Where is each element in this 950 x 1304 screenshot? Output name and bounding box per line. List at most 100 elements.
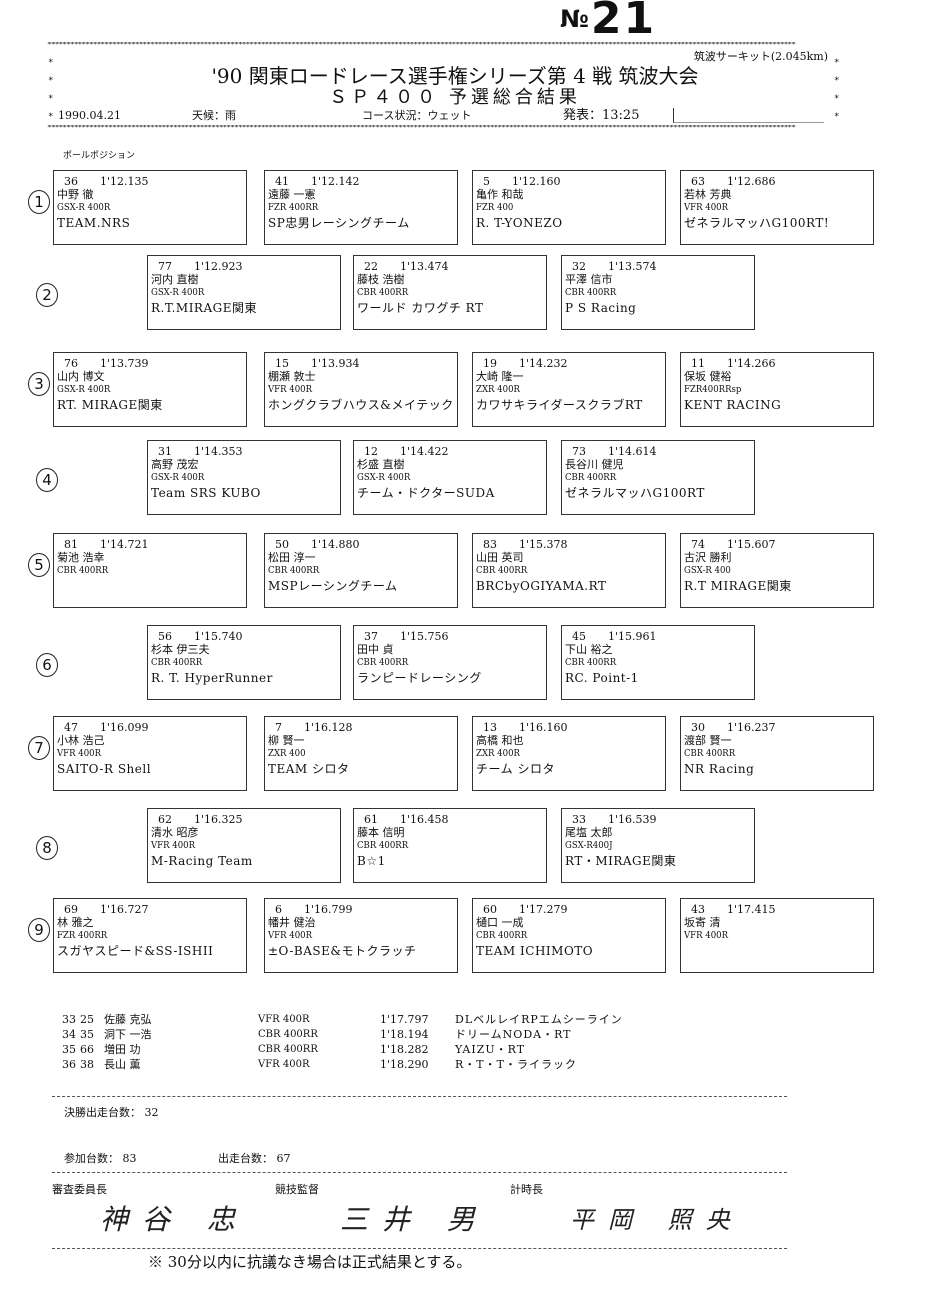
announce-time: 発表：13:25 <box>563 108 640 123</box>
reserve-name: 長山 薫 <box>104 1058 141 1071</box>
row-number-circle: 1 <box>28 190 50 214</box>
team-name: TEAM シロタ <box>268 762 350 776</box>
entry-header: 45 1'15.961 <box>565 630 754 643</box>
car-number: 63 <box>691 175 705 188</box>
lap-time: 1'12.686 <box>727 175 776 188</box>
document-number: №21 <box>560 0 657 44</box>
machine: VFR 400R <box>684 202 729 213</box>
car-number: 61 <box>364 813 378 826</box>
reserve-name: 増田 功 <box>104 1043 141 1056</box>
machine: ZXR 400R <box>476 384 520 395</box>
car-number: 45 <box>572 630 586 643</box>
divider <box>52 1096 787 1097</box>
lap-time: 1'12.142 <box>311 175 360 188</box>
timekeeper-label: 計時長 <box>510 1183 543 1196</box>
reserve-pos: 33 <box>62 1013 76 1026</box>
team-name: TEAM ICHIMOTO <box>476 944 594 958</box>
lap-time: 1'16.539 <box>608 813 657 826</box>
car-number: 7 <box>275 721 282 734</box>
rider-name: 林 雅之 <box>57 916 94 929</box>
lap-time: 1'16.325 <box>194 813 243 826</box>
reserve-time: 1'18.194 <box>380 1028 429 1041</box>
page-subtitle: ＳＰ４００ 予選総合結果 <box>329 87 581 108</box>
lap-time: 1'17.279 <box>519 903 568 916</box>
lap-time: 1'14.614 <box>608 445 657 458</box>
machine: GSX-R400J <box>565 840 613 851</box>
reserve-name: 洞下 一浩 <box>104 1028 152 1041</box>
reserve-time: 1'18.290 <box>380 1058 429 1071</box>
machine: CBR 400RR <box>476 565 528 576</box>
car-number: 77 <box>158 260 172 273</box>
machine: CBR 400RR <box>357 287 409 298</box>
divider <box>52 1248 787 1249</box>
row-number-circle: 9 <box>28 918 50 942</box>
rider-name: 大崎 隆一 <box>476 370 524 383</box>
blank-field <box>673 108 824 123</box>
machine: GSX-R 400R <box>57 384 111 395</box>
rider-name: 杉本 伊三夫 <box>151 643 210 656</box>
car-number: 74 <box>691 538 705 551</box>
lap-time: 1'15.961 <box>608 630 657 643</box>
rider-name: 尾塩 太郎 <box>565 826 613 839</box>
car-number: 37 <box>364 630 378 643</box>
lap-time: 1'15.756 <box>400 630 449 643</box>
machine: CBR 400RR <box>684 748 736 759</box>
lap-time: 1'12.135 <box>100 175 149 188</box>
reserve-machine: CBR 400RR <box>258 1044 318 1055</box>
machine: VFR 400R <box>684 930 729 941</box>
team-name: BRCbyOGIYAMA.RT <box>476 579 607 593</box>
rider-name: 保坂 健裕 <box>684 370 732 383</box>
lap-time: 1'14.422 <box>400 445 449 458</box>
reserve-team: R・T・T・ライラック <box>455 1058 577 1071</box>
entry-header: 31 1'14.353 <box>151 445 340 458</box>
car-number: 12 <box>364 445 378 458</box>
asterisk-side-right: **** <box>834 58 840 122</box>
lap-time: 1'14.353 <box>194 445 243 458</box>
machine: VFR 400R <box>268 384 313 395</box>
team-name: NR Racing <box>684 762 755 776</box>
reserve-pos: 35 <box>62 1043 76 1056</box>
rider-name: 亀作 和哉 <box>476 188 524 201</box>
team-name: R.T.MIRAGE関東 <box>151 301 257 315</box>
lap-time: 1'12.923 <box>194 260 243 273</box>
entry-header: 12 1'14.422 <box>357 445 546 458</box>
reserve-machine: VFR 400R <box>258 1014 310 1025</box>
car-number: 31 <box>158 445 172 458</box>
entry-header: 37 1'15.756 <box>357 630 546 643</box>
car-number: 50 <box>275 538 289 551</box>
lap-time: 1'12.160 <box>512 175 561 188</box>
rider-name: 遠藤 一憲 <box>268 188 316 201</box>
team-name: カワサキライダースクラブRT <box>476 398 643 412</box>
entry-header: 63 1'12.686 <box>684 175 873 188</box>
machine: CBR 400RR <box>476 930 528 941</box>
rider-name: 山田 英司 <box>476 551 524 564</box>
team-name: チーム・ドクターSUDA <box>357 486 495 500</box>
rider-name: 平澤 信市 <box>565 273 613 286</box>
lap-time: 1'14.232 <box>519 357 568 370</box>
rider-name: 藤枝 浩樹 <box>357 273 405 286</box>
car-number: 6 <box>275 903 282 916</box>
machine: ZXR 400 <box>268 748 306 759</box>
